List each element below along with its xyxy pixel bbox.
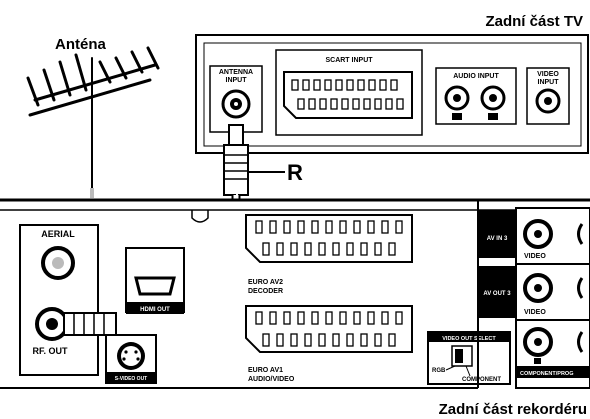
tv-scart-input: SCART INPUT bbox=[275, 49, 423, 136]
video-input-label-1: VIDEO bbox=[537, 71, 559, 78]
recorder-rear-heading: Zadní část rekordéru bbox=[439, 401, 587, 418]
video-out-select-switch: VIDEO OUT SELECT RGB COMPONENT bbox=[427, 331, 511, 385]
av-out-3-label: AV OUT 3 bbox=[483, 291, 511, 297]
euro-av1-scart: EURO AV1 AUDIO/VIDEO bbox=[245, 305, 413, 383]
rf-out-label: RF. OUT bbox=[33, 346, 69, 356]
euro-av2-label-2: DECODER bbox=[248, 288, 283, 295]
recorder-rear-panel: AERIAL RF. OUT HDMI OUT bbox=[0, 185, 590, 389]
av-jack-section: AV IN 3 AV OUT 3 VIDEO VIDEO COMPONENT/P… bbox=[478, 207, 590, 389]
rgb-label: RGB bbox=[432, 368, 446, 374]
rf-out-plug bbox=[63, 312, 117, 336]
s-video-out-label: S-VIDEO OUT bbox=[115, 376, 148, 382]
euro-av2-label-1: EURO AV2 bbox=[248, 279, 283, 286]
antenna-input-label-2: INPUT bbox=[226, 77, 248, 84]
audio-input-label: AUDIO INPUT bbox=[453, 73, 499, 80]
s-video-out-port: S-VIDEO OUT bbox=[105, 334, 157, 384]
hdmi-out-port: HDMI OUT bbox=[125, 247, 185, 314]
tv-antenna-input: ANTENNA INPUT bbox=[209, 65, 263, 133]
av-in-3-label: AV IN 3 bbox=[487, 236, 508, 242]
tv-rear-heading: Zadní část TV bbox=[485, 13, 583, 30]
video-input-label-2: INPUT bbox=[538, 79, 560, 86]
euro-av1-label-1: EURO AV1 bbox=[248, 367, 283, 374]
aerial-label: AERIAL bbox=[41, 229, 75, 239]
video-out-select-label: VIDEO OUT SELECT bbox=[442, 336, 496, 342]
tv-rear-panel: ANTENNA INPUT SCART INPUT bbox=[195, 34, 589, 154]
r-callout-label: R bbox=[287, 160, 303, 185]
video-label-2: VIDEO bbox=[524, 309, 546, 316]
tv-audio-input: AUDIO INPUT bbox=[435, 67, 517, 125]
aerial-rf-block: AERIAL RF. OUT bbox=[19, 224, 99, 376]
antenna-icon bbox=[26, 46, 160, 189]
hdmi-out-label: HDMI OUT bbox=[140, 307, 170, 313]
component-label: COMPONENT bbox=[462, 377, 501, 383]
video-label-1: VIDEO bbox=[524, 253, 546, 260]
tv-video-input: VIDEO INPUT bbox=[526, 67, 570, 125]
antenna-heading: Anténa bbox=[55, 36, 106, 53]
euro-av2-scart: EURO AV2 DECODER bbox=[245, 214, 413, 295]
antenna-input-label-1: ANTENNA bbox=[219, 69, 253, 76]
component-progressive-label: COMPONENT/PROG bbox=[520, 371, 573, 377]
euro-av1-label-2: AUDIO/VIDEO bbox=[248, 376, 295, 383]
scart-input-label: SCART INPUT bbox=[325, 57, 373, 64]
